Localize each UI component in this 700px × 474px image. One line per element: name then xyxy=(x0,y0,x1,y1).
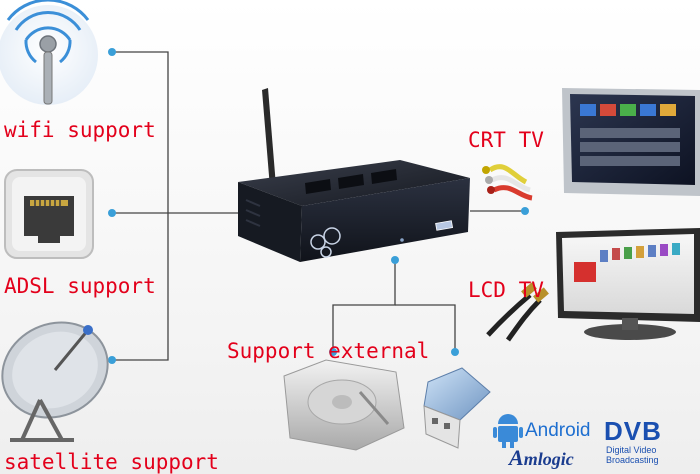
crt-tv-label: CRT TV xyxy=(468,128,544,152)
satellite-support-label: satellite support xyxy=(4,450,219,474)
android-logo-text: Android xyxy=(525,420,591,441)
hdmi-cables-icon xyxy=(486,282,549,342)
lcd-tv-label: LCD TV xyxy=(468,278,544,302)
adsl-support-label: ADSL support xyxy=(4,274,156,298)
dvb-subtitle-line2: Broadcasting xyxy=(606,455,659,465)
ethernet-port-icon xyxy=(4,169,94,259)
rca-cables-icon xyxy=(482,164,533,201)
usb-drive-icon xyxy=(423,367,491,449)
hard-drive-icon xyxy=(283,359,405,451)
android-robot-icon xyxy=(493,414,523,448)
amlogic-initial: A xyxy=(509,445,524,470)
lcd-tv-icon xyxy=(556,228,700,340)
dvb-subtitle-line1: Digital Video xyxy=(606,445,657,455)
support-external-label: Support external xyxy=(227,339,430,363)
connector-dots xyxy=(108,48,529,364)
amlogic-logo-text: mlogic xyxy=(523,449,574,469)
connector-lines xyxy=(112,51,525,361)
set-top-box xyxy=(238,88,470,262)
dvb-logo-text: DVB xyxy=(604,416,662,446)
wifi-support-label: wifi support xyxy=(4,118,156,142)
amlogic-logo: Amlogic xyxy=(509,445,574,471)
wifi-icon xyxy=(0,0,98,105)
satellite-dish-icon xyxy=(1,321,109,442)
crt-tv-icon xyxy=(562,88,700,196)
